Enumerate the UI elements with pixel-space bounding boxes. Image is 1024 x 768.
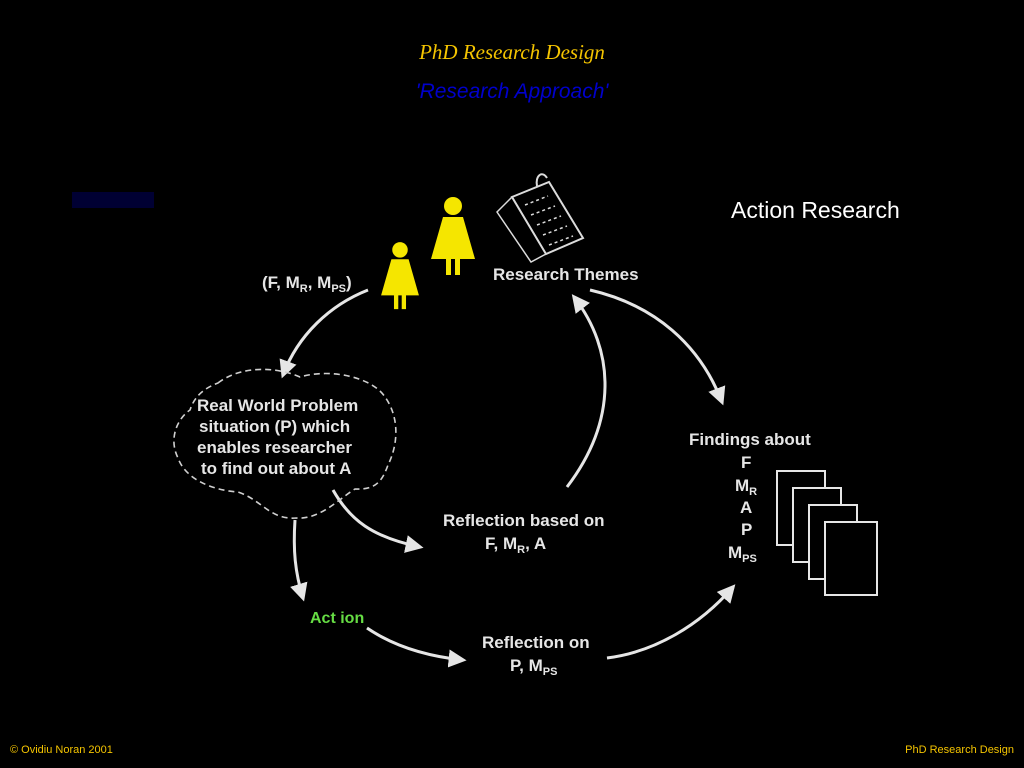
arrow-themes-to-findings [589, 288, 726, 406]
arrow-reflection-to-findings [606, 584, 736, 660]
slide-subtitle: 'Research Approach' [415, 80, 609, 103]
reflection-based-line-2: F, MR, A [485, 534, 546, 556]
footer-title: PhD Research Design [905, 744, 1014, 756]
label-action: Act ion [310, 610, 364, 627]
findings-a: A [740, 498, 752, 517]
footer-copyright: © Ovidiu Noran 2001 [10, 744, 113, 756]
arrow-reflection-to-themes [565, 294, 607, 488]
label-research-themes: Research Themes [493, 265, 639, 284]
arrow-problem-to-action [290, 519, 308, 602]
woman-figure-icon [381, 242, 419, 310]
woman-figure-icon [431, 197, 475, 275]
problem-line-1: Real World Problem [197, 396, 358, 415]
slide-heading: Action Research [731, 197, 900, 223]
document-stack-icon [776, 470, 878, 596]
arrow-action-to-reflection [366, 626, 467, 668]
problem-line-2: situation (P) which [199, 417, 350, 436]
problem-line-3: enables researcher [197, 438, 352, 457]
findings-p: P [741, 520, 752, 539]
findings-mr: MR [735, 476, 757, 498]
findings-title: Findings about [689, 430, 811, 449]
reflection-on-line-1: Reflection on [482, 633, 590, 652]
findings-f: F [741, 453, 751, 472]
arrow-problem-to-reflection [331, 489, 424, 553]
slide-title: PhD Research Design [419, 40, 605, 64]
problem-line-4: to find out about A [201, 459, 351, 478]
reflection-based-line-1: Reflection based on [443, 511, 605, 530]
problem-cloud [173, 368, 397, 519]
notepad-icon [496, 173, 585, 263]
label-f-mr-mps: (F, MR, MPS) [262, 273, 352, 295]
decorative-block [72, 192, 154, 208]
arrow-fmps-to-problem [279, 288, 369, 379]
findings-mps: MPS [728, 543, 757, 565]
reflection-on-line-2: P, MPS [510, 656, 557, 678]
